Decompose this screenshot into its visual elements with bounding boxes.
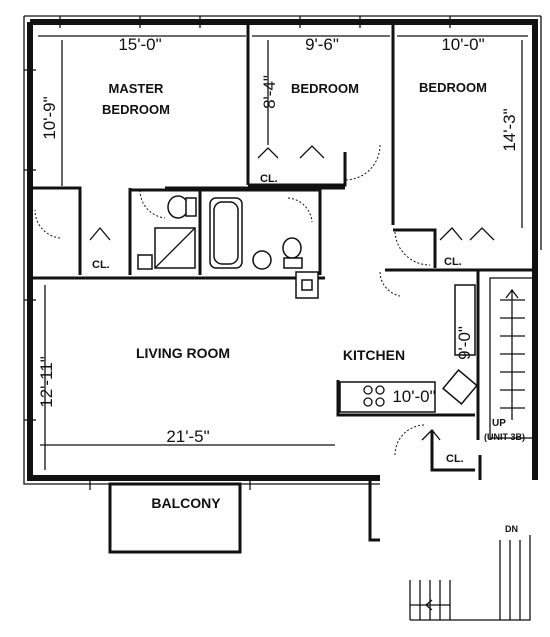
door-swings [34, 144, 431, 456]
closet-rods [89, 145, 495, 441]
stairs-down-label: DN [505, 524, 518, 534]
dimension-master-width: 15'-0" [118, 35, 161, 54]
bathroom-fixtures [137, 195, 319, 299]
dimension-bed3-depth: 14'-3" [500, 108, 519, 151]
closet-label: CL. [444, 256, 462, 268]
room-label-master: MASTER [109, 81, 165, 96]
stairs-up [489, 277, 536, 439]
room-label-balcony: BALCONY [151, 495, 221, 511]
dimension-bed3-width: 10'-0" [441, 35, 484, 54]
dimension-kitchen-width: 10'-0" [392, 387, 435, 406]
sink [137, 254, 153, 270]
stairs-up-unit: (UNIT 3B) [484, 432, 525, 442]
stairs-up-label: UP [492, 418, 506, 429]
kitchen-fixtures [339, 284, 478, 413]
sink [252, 250, 272, 270]
dimension-kitchen-depth: 9'-0" [455, 326, 474, 360]
dimension-bed2-width: 9'-6" [305, 35, 339, 54]
room-label-master: BEDROOM [102, 102, 170, 117]
toilet [282, 237, 302, 259]
dimension-master-depth: 10'-9" [40, 96, 59, 139]
interior-walls [30, 22, 535, 542]
balcony-outline [108, 482, 242, 554]
dimension-bed2-depth: 8'-4" [260, 75, 279, 109]
closet-label: CL. [446, 453, 464, 465]
dimension-living-width: 21'-5" [166, 427, 209, 446]
stairs-down [409, 535, 531, 621]
room-label-living: LIVING ROOM [136, 345, 230, 361]
dimension-living-depth: 12'-11" [37, 356, 56, 408]
dimension-lines [38, 35, 528, 470]
kitchen-counter [339, 381, 436, 413]
closet-label: CL. [260, 173, 278, 185]
room-label-bedroom-2: BEDROOM [291, 81, 359, 96]
room-label-bedroom-3: BEDROOM [419, 80, 487, 95]
closet-label: CL. [92, 259, 110, 271]
kitchen-counter [454, 284, 476, 356]
kitchen-sink [442, 369, 478, 405]
toilet [167, 195, 189, 219]
room-label-kitchen: KITCHEN [343, 347, 405, 363]
